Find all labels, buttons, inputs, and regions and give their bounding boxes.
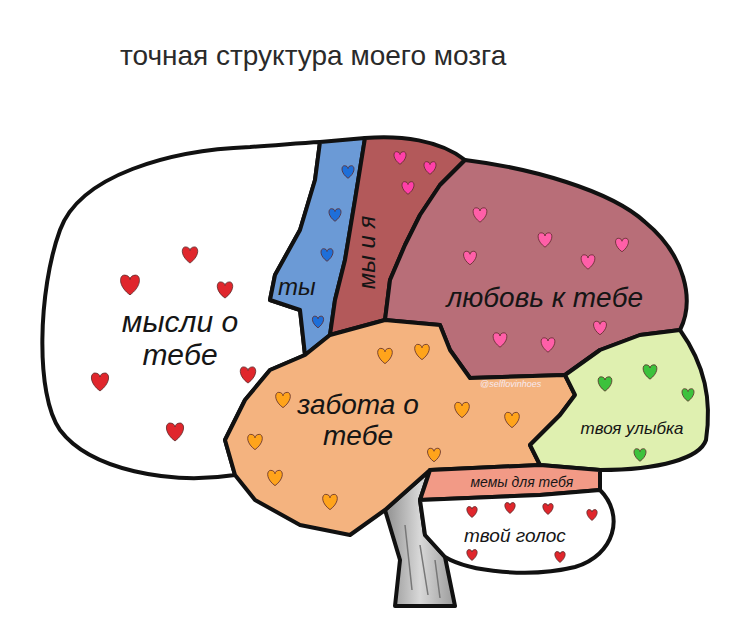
- region-label: любовь к тебе: [447, 282, 644, 313]
- heart-icon: [505, 503, 515, 514]
- heart-icon: [248, 434, 263, 449]
- heart-icon: [342, 166, 354, 179]
- brain-region: твой голос: [414, 484, 631, 584]
- heart-icon: [424, 162, 436, 175]
- heart-icon: [182, 247, 197, 263]
- heart-icon: [276, 392, 291, 407]
- region-label: ты: [278, 274, 316, 301]
- heart-icon: [581, 255, 595, 269]
- heart-icon: [473, 208, 487, 222]
- region-label: мысли о тебе: [100, 305, 260, 372]
- heart-icon: [493, 333, 507, 347]
- heart-icon: [587, 510, 597, 521]
- heart-icon: [682, 389, 694, 402]
- heart-icon: [467, 507, 477, 518]
- heart-icon: [467, 550, 477, 561]
- heart-icon: [455, 402, 470, 417]
- heart-icon: [378, 348, 393, 363]
- heart-icon: [555, 552, 565, 563]
- heart-icon: [598, 377, 612, 391]
- heart-icon: [415, 344, 430, 359]
- heart-icon: [321, 249, 333, 262]
- heart-icon: [616, 238, 629, 252]
- region-label: твой голос: [464, 525, 566, 546]
- heart-icon: [394, 152, 406, 165]
- heart-icon: [323, 494, 338, 509]
- heart-icon: [428, 448, 441, 462]
- region-shape: [524, 324, 718, 476]
- heart-icon: [541, 338, 555, 352]
- heart-icon: [329, 209, 341, 222]
- heart-icon: [402, 182, 414, 195]
- title-text: точная структура моего мозга: [120, 40, 506, 72]
- heart-icon: [312, 316, 323, 328]
- brain-region: твоя улыбка: [524, 324, 718, 476]
- region-label: твоя улыбка: [581, 419, 684, 438]
- heart-icon: [543, 504, 553, 515]
- region-outline: [420, 490, 614, 573]
- heart-icon: [634, 449, 646, 462]
- heart-icon: [643, 365, 657, 379]
- heart-icon: [268, 470, 283, 485]
- region-outline: [530, 330, 708, 470]
- region-label: мы и я: [354, 215, 381, 289]
- heart-icon: [464, 251, 477, 265]
- region-label: забота о тебе: [283, 389, 433, 452]
- heart-icon: [166, 423, 183, 441]
- heart-icon: [240, 367, 255, 383]
- heart-icon: [505, 412, 520, 427]
- region-label: мемы для тебя: [471, 475, 574, 491]
- heart-icon: [217, 282, 232, 298]
- watermark: @selflovinhoes: [480, 379, 541, 389]
- heart-icon: [121, 275, 140, 295]
- heart-icon: [91, 373, 108, 391]
- heart-icon: [538, 233, 552, 247]
- heart-icon: [594, 321, 607, 335]
